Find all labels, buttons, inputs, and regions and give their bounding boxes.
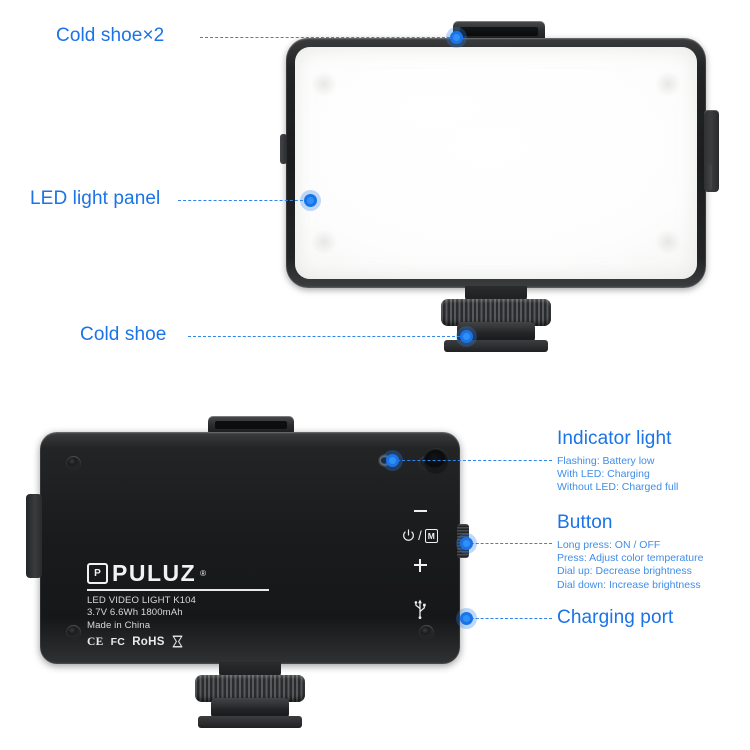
callout-dot-cold-shoe-x2	[450, 31, 463, 44]
cold-shoe-foot	[198, 716, 302, 728]
crossed-out-wheelie-bin-icon	[172, 635, 183, 648]
leader-indicator-light	[392, 460, 552, 461]
power-icon	[403, 529, 415, 542]
callout-charging-port-label: Charging port	[557, 607, 674, 628]
cold-shoe-top	[453, 21, 545, 41]
callout-indicator-light-details: Flashing: Battery low With LED: Charging…	[557, 455, 678, 495]
fcc-mark: FC	[110, 635, 126, 648]
cold-shoe-top-back	[208, 416, 294, 434]
brand-mark-icon: P	[87, 563, 108, 584]
callout-cold-shoe-x2-label: Cold shoe×2	[56, 25, 165, 46]
button-detail-line: Press: Adjust color temperature	[557, 552, 704, 565]
left-side-tab	[26, 494, 42, 578]
callout-dot-cold-shoe	[460, 330, 473, 343]
mode-icon: M	[424, 529, 438, 543]
led-corner-hint	[655, 229, 681, 255]
led-corner-hint	[311, 71, 337, 97]
mount-neck	[465, 286, 527, 302]
mount-collar	[457, 322, 535, 343]
screw-bottom-left	[66, 625, 81, 640]
leader-button	[466, 543, 552, 544]
brand-name: PULUZ	[112, 560, 197, 586]
knurled-ring	[195, 675, 305, 702]
callout-cold-shoe-label: Cold shoe	[80, 324, 167, 345]
power-mode-separator: /	[418, 528, 422, 544]
power-mode-icon-group: / M	[402, 529, 438, 543]
ce-mark: CE	[87, 635, 104, 648]
led-light-front-view	[280, 21, 719, 288]
power-spec-line: 3.7V 6.6Wh 1800mAh	[87, 607, 183, 619]
led-corner-hint	[311, 229, 337, 255]
brand-logo: P PULUZ ®	[87, 560, 277, 587]
leader-cold-shoe	[188, 336, 465, 337]
callout-button-details: Long press: ON / OFF Press: Adjust color…	[557, 539, 703, 592]
callout-dot-charging-port	[460, 612, 473, 625]
indicator-detail-line: Without LED: Charged full	[557, 481, 679, 494]
button-detail-line: Long press: ON / OFF	[557, 539, 661, 551]
indicator-detail-line: With LED: Charging	[557, 468, 650, 481]
model-line: LED VIDEO LIGHT K104	[87, 595, 196, 606]
back-body-shell	[40, 432, 460, 664]
brand-block: P PULUZ ® LED VIDEO LIGHT K104 3.7V 6.6W…	[87, 560, 277, 632]
led-diffuser-panel	[295, 47, 697, 279]
brand-divider	[87, 589, 269, 591]
indicator-detail-line: Flashing: Battery low	[557, 455, 655, 467]
callout-button-label: Button	[557, 512, 613, 533]
callout-dot-led-panel	[304, 194, 317, 207]
registered-symbol: ®	[200, 569, 208, 578]
button-detail-line: Dial down: Increase brightness	[557, 578, 701, 591]
side-button-nub	[704, 164, 712, 190]
leader-led-panel	[178, 200, 308, 201]
usb-icon	[414, 599, 426, 619]
callout-indicator-light-label: Indicator light	[557, 428, 672, 449]
decrease-brightness-icon	[413, 510, 427, 512]
screw-bottom-right	[419, 625, 434, 640]
rohs-mark: RoHS	[132, 635, 165, 648]
button-detail-line: Dial up: Decrease brightness	[557, 565, 692, 578]
cold-shoe-bottom-mount	[286, 286, 706, 356]
origin-line: Made in China	[87, 619, 151, 631]
knurled-ring	[441, 299, 551, 326]
cold-shoe-foot	[444, 340, 548, 352]
led-light-back-view: P PULUZ ® LED VIDEO LIGHT K104 3.7V 6.6W…	[26, 416, 469, 664]
corner-socket	[423, 448, 449, 474]
certification-marks: CE FC RoHS	[87, 635, 183, 648]
led-corner-hint	[655, 71, 681, 97]
leader-charging-port	[466, 618, 552, 619]
control-icon-column: / M	[393, 510, 447, 619]
screw-top-left	[66, 456, 81, 471]
left-side-nub	[280, 134, 287, 164]
mount-collar	[211, 698, 289, 719]
increase-brightness-icon	[413, 558, 427, 572]
leader-cold-shoe-x2	[200, 37, 455, 38]
callout-led-panel-label: LED light panel	[30, 188, 161, 209]
cold-shoe-bottom-mount-back	[40, 662, 460, 732]
callout-dot-button	[460, 537, 473, 550]
callout-dot-indicator-light	[386, 454, 399, 467]
mount-neck	[219, 662, 281, 678]
